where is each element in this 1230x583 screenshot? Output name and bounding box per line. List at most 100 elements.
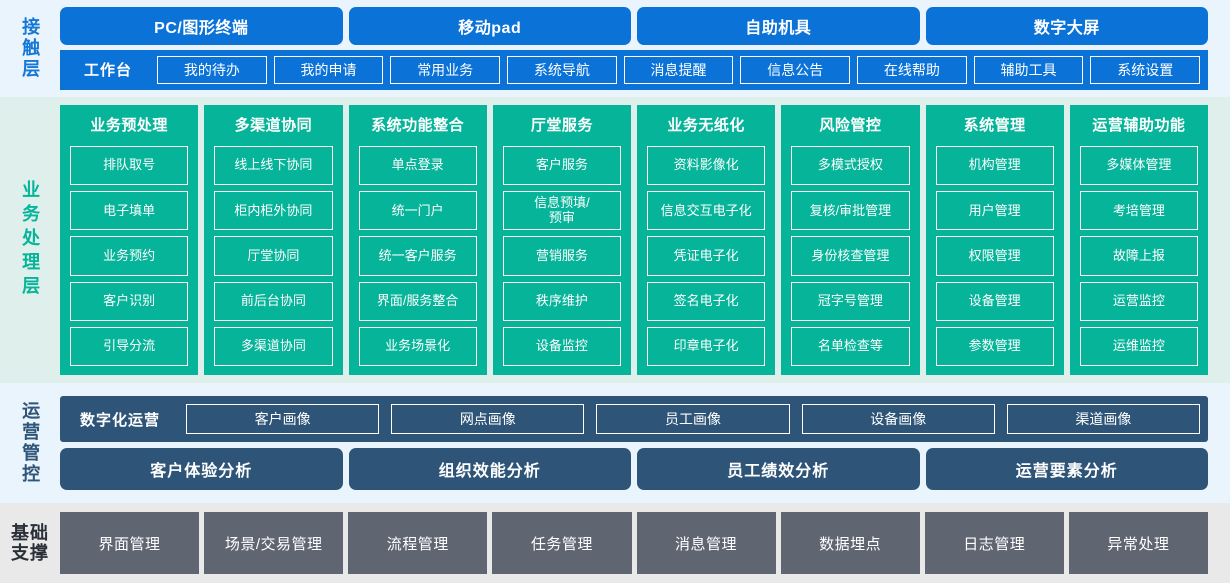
business-column-operation-aux: 运营辅助功能 多媒体管理 考培管理 故障上报 运营监控 运维监控 <box>1069 105 1208 375</box>
workbench-item-message-alert[interactable]: 消息提醒 <box>623 55 734 84</box>
business-item[interactable]: 凭证电子化 <box>647 236 766 276</box>
analysis-box-customer-experience[interactable]: 客户体验分析 <box>60 448 343 490</box>
foundation-item-exception-handling[interactable]: 异常处理 <box>1068 512 1208 574</box>
foundation-layer-label-line2: 支撑 <box>11 543 49 563</box>
business-item[interactable]: 身份核查管理 <box>791 236 910 276</box>
workbench-bar: 工作台 我的待办 我的申请 常用业务 系统导航 消息提醒 信息公告 在线帮助 辅… <box>60 49 1208 90</box>
foundation-row: 界面管理 场景/交易管理 流程管理 任务管理 消息管理 数据埋点 日志管理 异常… <box>60 512 1208 574</box>
business-item[interactable]: 客户识别 <box>70 281 189 321</box>
business-item[interactable]: 多媒体管理 <box>1079 146 1198 186</box>
foundation-item-scene-transaction[interactable]: 场景/交易管理 <box>204 512 344 574</box>
analysis-box-employee-performance[interactable]: 员工绩效分析 <box>637 448 920 490</box>
operations-layer-label: 运营管控 <box>0 390 60 496</box>
business-item[interactable]: 签名电子化 <box>647 281 766 321</box>
workbench-item-system-settings[interactable]: 系统设置 <box>1090 55 1201 84</box>
business-column-system-management: 系统管理 机构管理 用户管理 权限管理 设备管理 参数管理 <box>925 105 1064 375</box>
workbench-item-announcement[interactable]: 信息公告 <box>740 55 851 84</box>
portrait-item-branch[interactable]: 网点画像 <box>391 404 585 434</box>
business-item[interactable]: 资料影像化 <box>647 146 766 186</box>
business-item[interactable]: 信息预填/ 预审 <box>502 191 621 231</box>
operations-layer-body: 数字化运营 客户画像 网点画像 员工画像 设备画像 渠道画像 客户体验分析 组织… <box>60 390 1230 496</box>
business-item[interactable]: 运维监控 <box>1079 326 1198 367</box>
business-item[interactable]: 信息交互电子化 <box>647 191 766 231</box>
business-item[interactable]: 冠字号管理 <box>791 281 910 321</box>
business-item[interactable]: 设备监控 <box>502 326 621 367</box>
analysis-box-org-efficiency[interactable]: 组织效能分析 <box>348 448 631 490</box>
business-item[interactable]: 机构管理 <box>935 146 1054 186</box>
business-layer-body: 业务预处理 排队取号 电子填单 业务预约 客户识别 引导分流 多渠道协同 线上线… <box>60 105 1230 375</box>
column-title: 厅堂服务 <box>530 117 593 134</box>
column-title: 系统功能整合 <box>371 117 465 134</box>
business-item[interactable]: 业务预约 <box>70 236 189 276</box>
analysis-row: 客户体验分析 组织效能分析 员工绩效分析 运营要素分析 <box>60 448 1208 490</box>
portrait-item-customer[interactable]: 客户画像 <box>186 404 380 434</box>
foundation-layer-label-line1: 基础 <box>11 522 49 543</box>
operations-layer: 运营管控 数字化运营 客户画像 网点画像 员工画像 设备画像 渠道画像 客户体验… <box>0 383 1230 503</box>
business-column-row: 业务预处理 排队取号 电子填单 业务预约 客户识别 引导分流 多渠道协同 线上线… <box>60 105 1208 375</box>
business-item[interactable]: 多渠道协同 <box>214 326 333 367</box>
business-item[interactable]: 用户管理 <box>935 191 1054 231</box>
business-item[interactable]: 柜内柜外协同 <box>214 191 333 231</box>
column-title: 运营辅助功能 <box>1092 117 1186 134</box>
workbench-item-my-application[interactable]: 我的申请 <box>273 55 384 84</box>
business-item[interactable]: 秩序维护 <box>502 281 621 321</box>
foundation-item-data-tracking[interactable]: 数据埋点 <box>780 512 920 574</box>
business-item[interactable]: 单点登录 <box>358 146 477 186</box>
foundation-item-task-management[interactable]: 任务管理 <box>492 512 632 574</box>
channel-box-mobile-pad[interactable]: 移动pad <box>348 6 631 45</box>
column-title: 风险管控 <box>819 117 882 134</box>
portrait-item-channel[interactable]: 渠道画像 <box>1006 404 1201 434</box>
business-item[interactable]: 排队取号 <box>70 146 189 186</box>
column-title: 业务预处理 <box>90 117 168 134</box>
analysis-box-operation-factors[interactable]: 运营要素分析 <box>925 448 1208 490</box>
business-item[interactable]: 考培管理 <box>1079 191 1198 231</box>
workbench-item-system-navigation[interactable]: 系统导航 <box>507 55 617 84</box>
portrait-item-device[interactable]: 设备画像 <box>801 404 995 434</box>
business-item[interactable]: 线上线下协同 <box>214 146 333 186</box>
business-item[interactable]: 设备管理 <box>935 281 1054 321</box>
business-item[interactable]: 统一客户服务 <box>358 236 477 276</box>
business-item[interactable]: 印章电子化 <box>647 326 766 367</box>
business-layer: 业务处理层 业务预处理 排队取号 电子填单 业务预约 客户识别 引导分流 多渠道… <box>0 97 1230 383</box>
workbench-item-my-todo[interactable]: 我的待办 <box>157 55 267 84</box>
business-item[interactable]: 权限管理 <box>935 236 1054 276</box>
workbench-item-online-help[interactable]: 在线帮助 <box>857 55 967 84</box>
contact-layer-label-text: 接触层 <box>20 16 41 80</box>
workbench-item-common-business[interactable]: 常用业务 <box>390 55 501 84</box>
portrait-item-employee[interactable]: 员工画像 <box>596 404 790 434</box>
column-title: 多渠道协同 <box>234 117 313 134</box>
business-item[interactable]: 业务场景化 <box>358 326 477 367</box>
business-item[interactable]: 运营监控 <box>1079 281 1198 321</box>
business-column-lobby-service: 厅堂服务 客户服务 信息预填/ 预审 营销服务 秩序维护 设备监控 <box>492 105 631 375</box>
foundation-item-ui-management[interactable]: 界面管理 <box>60 512 200 574</box>
business-item[interactable]: 名单检查等 <box>791 326 910 367</box>
foundation-item-process-management[interactable]: 流程管理 <box>348 512 488 574</box>
channel-box-digital-screen[interactable]: 数字大屏 <box>925 6 1208 45</box>
business-column-multichannel: 多渠道协同 线上线下协同 柜内柜外协同 厅堂协同 前后台协同 多渠道协同 <box>204 105 343 375</box>
business-item[interactable]: 故障上报 <box>1079 236 1198 276</box>
foundation-item-message-management[interactable]: 消息管理 <box>636 512 776 574</box>
business-item[interactable]: 营销服务 <box>502 236 621 276</box>
business-item[interactable]: 界面/服务整合 <box>358 281 477 321</box>
business-item[interactable]: 复核/审批管理 <box>791 191 910 231</box>
business-item[interactable]: 客户服务 <box>502 146 621 186</box>
business-column-system-integration: 系统功能整合 单点登录 统一门户 统一客户服务 界面/服务整合 业务场景化 <box>348 105 487 375</box>
channel-box-pc[interactable]: PC/图形终端 <box>60 6 343 45</box>
business-item[interactable]: 多模式授权 <box>791 146 910 186</box>
business-item[interactable]: 参数管理 <box>935 326 1054 367</box>
foundation-item-log-management[interactable]: 日志管理 <box>924 512 1064 574</box>
business-item[interactable]: 厅堂协同 <box>214 236 333 276</box>
workbench-item-aux-tools[interactable]: 辅助工具 <box>973 55 1084 84</box>
business-item[interactable]: 统一门户 <box>358 191 477 231</box>
operations-layer-label-text: 运营管控 <box>20 401 41 485</box>
business-item[interactable]: 引导分流 <box>70 326 189 367</box>
business-item[interactable]: 前后台协同 <box>214 281 333 321</box>
foundation-layer-body: 界面管理 场景/交易管理 流程管理 任务管理 消息管理 数据埋点 日志管理 异常… <box>60 512 1230 574</box>
contact-layer-label: 接触层 <box>0 6 60 90</box>
channel-box-self-service[interactable]: 自助机具 <box>637 6 920 45</box>
workbench-title: 工作台 <box>84 62 133 79</box>
business-item[interactable]: 电子填单 <box>70 191 189 231</box>
business-layer-label-text: 业务处理层 <box>20 180 41 300</box>
foundation-layer-label: 基础 支撑 <box>0 512 60 574</box>
